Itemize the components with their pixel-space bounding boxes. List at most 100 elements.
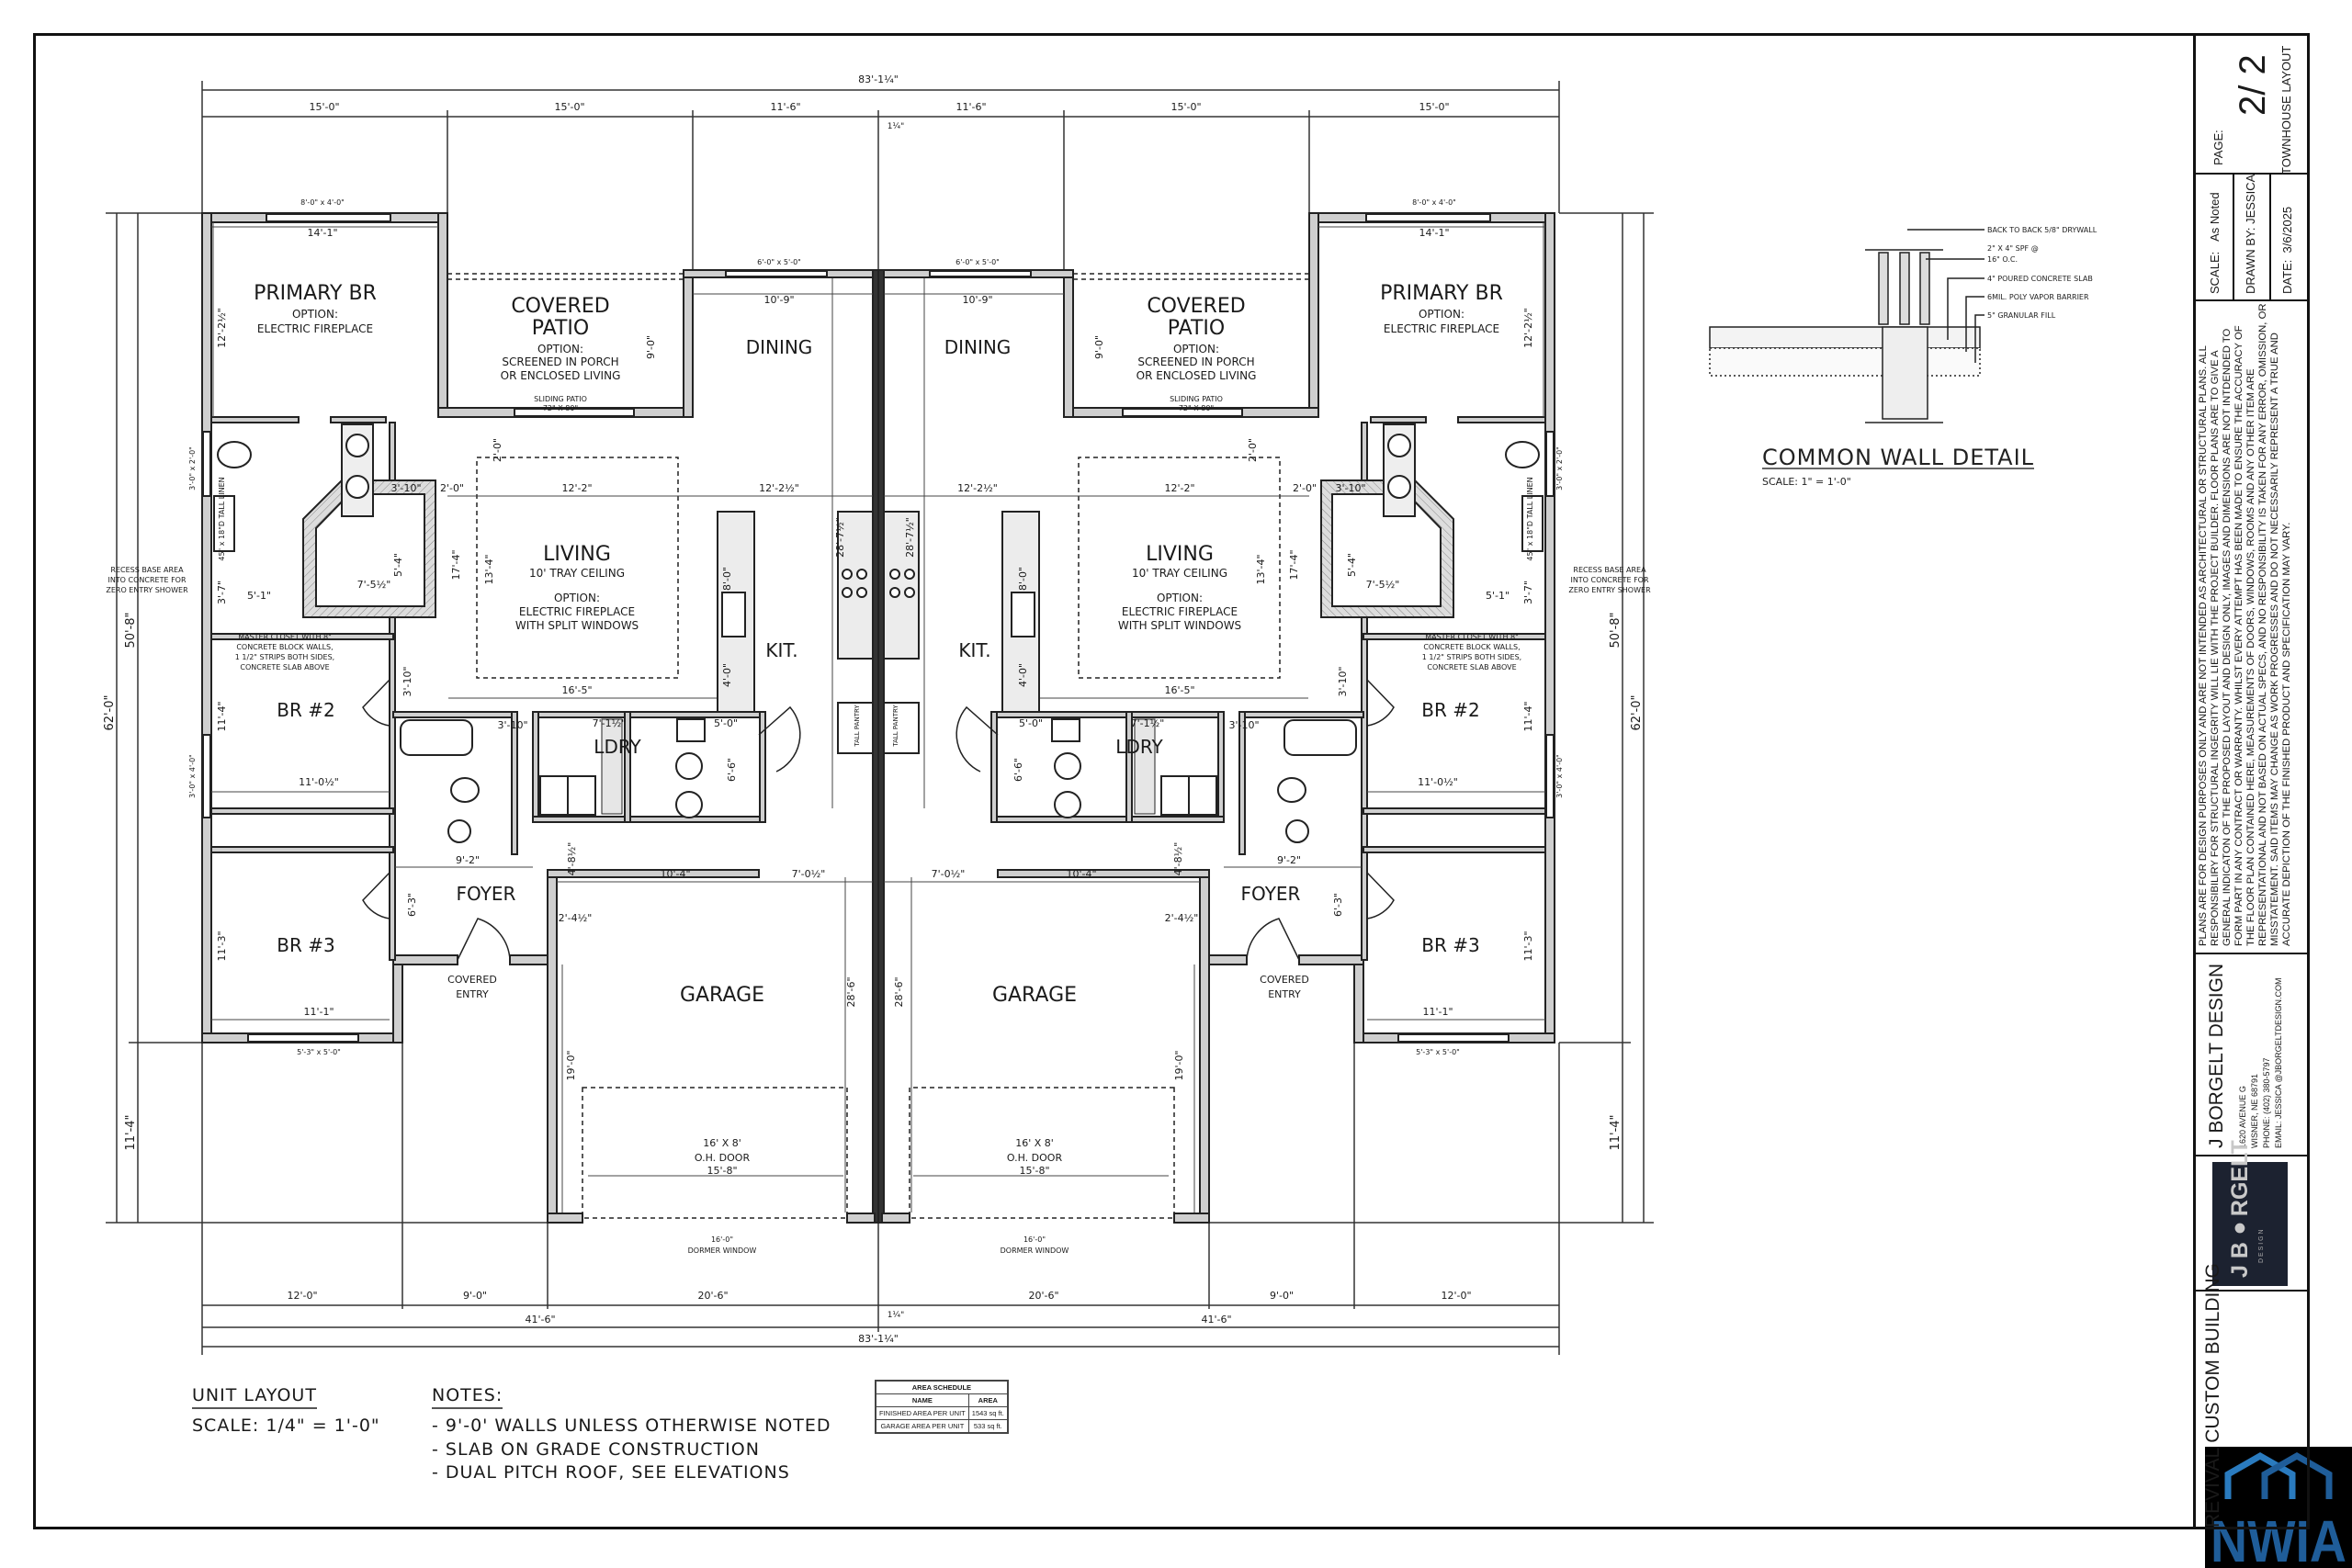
dimension-label: 11'-4": [216, 701, 228, 731]
overall-dimension: 15'-0": [554, 101, 584, 113]
dimension-label: 5'-1": [247, 590, 271, 602]
notes-heading: NOTES:: [432, 1385, 503, 1409]
room-label-win-dining: 6'-0" x 5'-0": [757, 258, 801, 266]
overall-dimension: 9'-0": [1270, 1290, 1294, 1302]
detail-callout: 16" O.C.: [1987, 255, 2018, 264]
room-label-electric-fireplace: ELECTRIC FIREPLACE: [519, 605, 635, 618]
dimension-label: 7'-1½": [1131, 717, 1165, 729]
dimension-label: 11'-0½": [1418, 776, 1458, 788]
room-label-closet-4: CONCRETE SLAB ABOVE: [240, 663, 329, 671]
overall-dimension: 15'-0": [309, 101, 339, 113]
overall-dimension: 20'-6": [1028, 1290, 1058, 1302]
overall-dimension: 9'-0": [463, 1290, 487, 1302]
room-label-option: OPTION:: [1419, 308, 1464, 321]
room-label-kit: KIT.: [958, 639, 990, 661]
room-label-oh-size: 16' X 8': [1015, 1137, 1054, 1149]
dimension-label: 2'-0": [1247, 438, 1259, 462]
area-value: 533 sq ft.: [967, 1419, 1009, 1434]
detail-callout: 5" GRANULAR FILL: [1987, 311, 2056, 320]
room-label-win-bath: 3'-0" x 2'-0": [188, 446, 197, 491]
dimension-label: 2'-0": [1293, 482, 1317, 494]
room-label-foyer: FOYER: [457, 883, 516, 905]
overall-dimension: 41'-6": [525, 1314, 555, 1325]
dimension-label: 7'-0½": [792, 868, 826, 880]
dimension-label: 10'-9": [962, 294, 992, 306]
nwia-logo-text: NWIA: [2211, 1508, 2346, 1568]
dimension-label: 28'-6": [845, 976, 857, 1007]
dimension-label: 6'-3": [1332, 893, 1344, 917]
room-label-oh-door: O.H. DOOR: [1007, 1152, 1063, 1164]
column-header: NAME: [875, 1393, 969, 1407]
dimension-label: 9'-0": [645, 335, 657, 359]
dimension-label: 5'-4": [1346, 553, 1358, 577]
overall-dimension: 12'-0": [1441, 1290, 1471, 1302]
room-label-tall-pantry: TALL PANTRY: [854, 705, 861, 748]
dimension-label: 11'-3": [1522, 931, 1534, 961]
scale-label: SCALE:: [2208, 251, 2222, 294]
dimension-label: 4'-8½": [566, 842, 578, 876]
room-label-option: OPTION:: [537, 343, 583, 355]
overall-dimension: 83'-1¼": [858, 73, 899, 85]
room-label-screened: SCREENED IN PORCH: [1137, 355, 1254, 368]
company-address2: WISNER, NE 68791: [2250, 1073, 2259, 1148]
unit-layout-scale: SCALE: 1/4" = 1'-0": [192, 1416, 380, 1436]
recess-note: RECESS BASE AREA: [110, 566, 184, 574]
dimension-label: 11'-1": [303, 1006, 334, 1018]
detail-callout: 2" X 4" SPF @: [1987, 244, 2039, 253]
room-label-sliding-patio: SLIDING PATIO: [1170, 395, 1223, 403]
recess-note: ZERO ENTRY SHOWER: [106, 586, 188, 594]
dimension-label: 3'-10": [1228, 719, 1259, 731]
room-label-closet-3: 1 1/2" STRIPS BOTH SIDES,: [235, 653, 334, 661]
unit-layout-heading: UNIT LAYOUT: [192, 1385, 317, 1409]
room-label-garage: GARAGE: [680, 984, 764, 1007]
date-value: 3/6/2025: [2280, 206, 2294, 254]
common-wall-detail-drawing: [1709, 229, 2034, 469]
room-label-closet-4: CONCRETE SLAB ABOVE: [1427, 663, 1516, 671]
room-label-win-dining: 6'-0" x 5'-0": [956, 258, 1000, 266]
room-label-sliding-size: 72" X 80": [1179, 404, 1214, 412]
dimension-label: 12'-2½": [1522, 308, 1534, 348]
room-label-oh-door: O.H. DOOR: [695, 1152, 751, 1164]
company-phone: PHONE: (402) 380-5797: [2262, 1057, 2271, 1148]
company-email: EMAIL: JESSICA @JBORGELTDESIGN.COM: [2274, 977, 2283, 1148]
room-label-sliding-patio: SLIDING PATIO: [534, 395, 587, 403]
dimension-label: 11'-1": [1422, 1006, 1453, 1018]
column-header: AREA: [967, 1393, 1009, 1407]
title-block: [2193, 33, 2310, 1527]
room-label-with-split: WITH SPLIT WINDOWS: [1118, 619, 1241, 632]
overall-dimension: 11'-6": [770, 101, 800, 113]
room-label-dining: DINING: [746, 336, 813, 358]
room-label-primary-br: PRIMARY BR: [1380, 282, 1503, 305]
divider: [2193, 1155, 2310, 1156]
dimension-label: 11'-4": [1522, 701, 1534, 731]
note-item: - DUAL PITCH ROOF, SEE ELEVATIONS: [432, 1462, 790, 1483]
room-label-dormer: DORMER WINDOW: [1001, 1247, 1069, 1255]
room-label-enclosed: OR ENCLOSED LIVING: [501, 369, 621, 382]
dimension-label: 13'-4": [483, 554, 495, 584]
room-label-br3: BR #3: [277, 934, 334, 956]
dimension-label: 12'-2½": [216, 308, 228, 348]
room-label-closet-1: MASTER CLOSET WITH 8": [238, 633, 332, 641]
room-label-dormer-size: 16'-0": [1023, 1235, 1046, 1244]
room-label-living: LIVING: [1146, 543, 1214, 566]
note-item: - SLAB ON GRADE CONSTRUCTION: [432, 1439, 760, 1460]
divider: [2193, 299, 2310, 301]
sheet-border: [33, 33, 2310, 1529]
dimension-label: 17'-4": [1288, 549, 1300, 580]
room-label-electric-fireplace: ELECTRIC FIREPLACE: [1384, 322, 1499, 335]
unit-layout-title: UNIT LAYOUT: [192, 1385, 317, 1409]
dimension-label: 16'-5": [561, 684, 592, 696]
divider: [2193, 1290, 2310, 1292]
dimension-label: 4'-0": [721, 663, 733, 687]
j-borgelt-logo: J B●RGELT D E S I G N: [2212, 1140, 2288, 1286]
room-label-electric-fireplace: ELECTRIC FIREPLACE: [257, 322, 373, 335]
room-label-option: OPTION:: [292, 308, 338, 321]
dimension-label: 3'-10": [1337, 666, 1349, 696]
overall-dimension: 62'-0": [1630, 694, 1644, 730]
dimension-label: 14'-1": [1419, 227, 1449, 239]
room-label-oh-width: 15'-8": [1019, 1165, 1049, 1177]
dimension-label: 28'-7½": [834, 517, 846, 558]
page-label: PAGE:: [2211, 130, 2225, 165]
sheet-title: TOWNHOUSE LAYOUT: [2279, 45, 2293, 175]
dimension-label: 10'-9": [763, 294, 794, 306]
